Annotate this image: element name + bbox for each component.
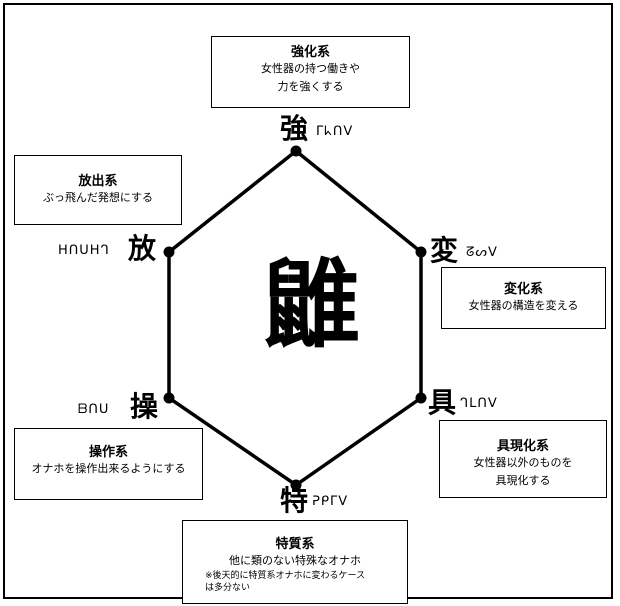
- specialization-title: 特質系: [275, 537, 315, 552]
- emission-line-1: ぶっ飛んだ発想にする: [42, 191, 154, 204]
- vertex-dot-bottom: [290, 479, 302, 491]
- manipulation-box: 操作系 オナホを操作出来るようにする: [14, 428, 203, 500]
- vertex-kanji-lower-right: 具: [428, 386, 457, 419]
- enhancement-title: 強化系: [290, 45, 330, 60]
- transmutation-title: 変化系: [503, 282, 543, 297]
- vertex-script-lower-left: ᗷᑎᑌ: [78, 402, 110, 417]
- center-kanji: 䶆: [264, 248, 360, 361]
- vertex-dot-upper-left: [163, 246, 175, 258]
- vertex-kanji-bottom: 特: [280, 484, 309, 517]
- enhancement-line-1: 女性器の持つ働きや: [261, 62, 360, 75]
- vertex-kanji-top: 強: [280, 112, 309, 145]
- transmutation-line-1: 女性器の構造を変える: [468, 299, 579, 312]
- conjuration-box: 具現化系 女性器以外のものを 具現化する: [439, 420, 607, 498]
- vertex-script-upper-right: ᘔᔕᐯ: [466, 245, 498, 260]
- specialization-note-2: は多分ない: [205, 583, 251, 593]
- specialization-box: 特質系 他に類のない特殊なオナホ ※後天的に特質系オナホに変わるケース は多分な…: [182, 520, 408, 604]
- specialization-note-1: ※後天的に特質系オナホに変わるケース: [205, 571, 366, 581]
- vertex-dot-lower-left: [163, 392, 175, 404]
- vertex-script-bottom: ᕈᑭᒥᐯ: [312, 494, 349, 509]
- vertex-dot-top: [290, 145, 302, 157]
- vertex-dot-lower-right: [415, 392, 427, 404]
- conjuration-line-1: 女性器以外のものを: [473, 456, 573, 469]
- manipulation-line-1: オナホを操作出来るようにする: [31, 462, 186, 475]
- conjuration-line-2: 具現化する: [495, 474, 551, 487]
- vertex-kanji-upper-left: 放: [128, 232, 157, 265]
- emission-title: 放出系: [78, 174, 118, 189]
- specialization-line-1: 他に類のない特殊なオナホ: [229, 554, 361, 567]
- vertex-script-top: ᒥᖾᑎᐯ: [316, 124, 354, 139]
- manipulation-title: 操作系: [88, 445, 128, 460]
- conjuration-title: 具現化系: [496, 439, 549, 454]
- vertex-kanji-upper-right: 変: [430, 234, 459, 267]
- vertex-script-lower-right: ᒉᒪᑎᐯ: [460, 396, 498, 411]
- vertex-dot-upper-right: [415, 246, 427, 258]
- transmutation-box: 変化系 女性器の構造を変える: [441, 267, 606, 329]
- enhancement-box: 強化系 女性器の持つ働きや 力を強くする: [211, 36, 410, 108]
- emission-box: 放出系 ぶっ飛んだ発想にする: [14, 155, 182, 225]
- vertex-script-upper-left: ᕼᑎᑌᕼᒉ: [58, 243, 110, 258]
- vertex-kanji-lower-left: 操: [130, 390, 159, 423]
- enhancement-line-2: 力を強くする: [277, 80, 344, 93]
